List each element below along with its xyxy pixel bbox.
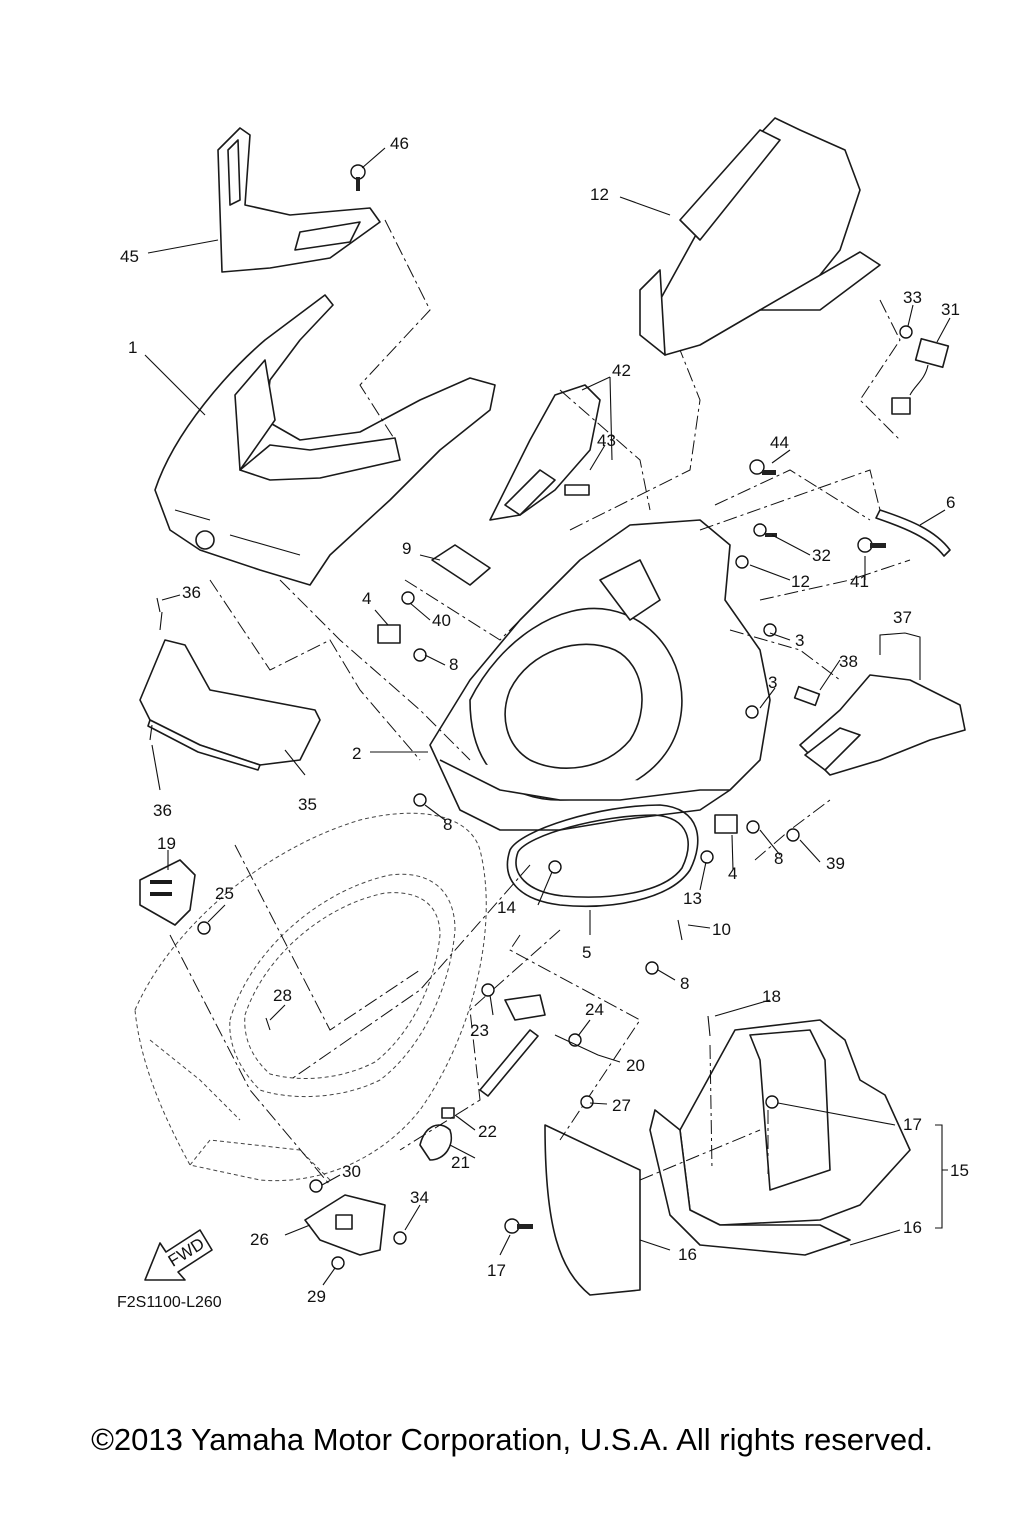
copyright-notice: ©2013 Yamaha Motor Corporation, U.S.A. A… — [91, 1422, 933, 1457]
callout-41: 42 — [612, 361, 631, 380]
part-20-gas-strut — [419, 994, 546, 1161]
callout-39: 39 — [826, 854, 845, 873]
callout-23: 23 — [470, 1021, 489, 1040]
callout-13: 15 — [950, 1161, 969, 1180]
callout-3-a: 3 — [795, 631, 804, 650]
callout-labels: 46 45 1 12 33 31 42 43 44 6 32 12 41 9 3… — [120, 134, 969, 1306]
callout-3-b: 3 — [768, 673, 777, 692]
callout-45: 45 — [120, 247, 139, 266]
part-5-ring — [506, 804, 699, 908]
callout-4-b: 4 — [728, 864, 737, 883]
callout-10: 10 — [712, 920, 731, 939]
callout-28: 28 — [273, 986, 292, 1005]
callout-30: 30 — [342, 1162, 361, 1181]
callout-43: 40 — [432, 611, 451, 630]
callout-24: 24 — [585, 1000, 604, 1019]
callout-8-b: 8 — [774, 849, 783, 868]
part-32-switch — [891, 337, 950, 415]
callout-12-a: 12 — [791, 572, 810, 591]
callout-7: 8 — [449, 655, 458, 674]
callout-12-c: 14 — [497, 898, 516, 917]
callout-leaders — [144, 147, 951, 1286]
callout-44: 44 — [770, 433, 789, 452]
part-1-front-cover — [154, 294, 496, 586]
callout-27: 27 — [612, 1096, 631, 1115]
callout-1: 1 — [128, 338, 137, 357]
part-35-lower-cover — [139, 639, 321, 771]
callout-20: 20 — [626, 1056, 645, 1075]
callout-8-a: 8 — [443, 815, 452, 834]
callout-6: 6 — [946, 493, 955, 512]
callout-17: 17 — [487, 1261, 506, 1280]
assembly-chain-lines — [169, 219, 911, 1186]
callout-15: 17 — [903, 1115, 922, 1134]
callout-29: 29 — [307, 1287, 326, 1306]
part-2-deck-body — [429, 519, 771, 831]
callout-40: 41 — [850, 572, 869, 591]
callout-35: 35 — [298, 795, 317, 814]
part-6-hose — [875, 509, 951, 557]
part-13-tray — [649, 1019, 911, 1256]
callout-34: 33 — [903, 288, 922, 307]
part-19-hinge — [139, 859, 196, 926]
part-37-right-cover — [793, 674, 966, 776]
callout-14: 16 — [903, 1218, 922, 1237]
callout-18: 18 — [762, 987, 781, 1006]
part-26-bracket — [304, 1194, 386, 1256]
callout-9: 9 — [402, 539, 411, 558]
callout-11: 12 — [590, 185, 609, 204]
callout-32: 31 — [941, 300, 960, 319]
callout-19: 19 — [157, 834, 176, 853]
part-41-side-panel — [489, 384, 601, 521]
drawing-code: F2S1100-L260 — [117, 1294, 222, 1311]
callout-8-c: 8 — [680, 974, 689, 993]
callout-4-a: 4 — [362, 589, 371, 608]
callout-37: 37 — [893, 608, 912, 627]
fwd-arrow: FWD — [144, 1229, 213, 1281]
callout-26: 26 — [250, 1230, 269, 1249]
callout-38: 38 — [839, 652, 858, 671]
fasteners — [149, 164, 913, 1270]
callout-46: 46 — [390, 134, 409, 153]
callout-21: 21 — [451, 1153, 470, 1172]
callout-2: 2 — [352, 744, 361, 763]
callout-36-a: 36 — [182, 583, 201, 602]
part-9-plate — [431, 544, 491, 586]
part-11-hood — [639, 117, 881, 356]
callout-5: 5 — [582, 943, 591, 962]
callout-31: 34 — [410, 1188, 429, 1207]
part-45-bracket — [217, 127, 381, 273]
part-4-clips — [377, 624, 738, 834]
part-16-panel — [544, 1124, 641, 1296]
callout-42: 43 — [597, 431, 616, 450]
callout-16: 16 — [678, 1245, 697, 1264]
hull-outline — [134, 812, 487, 1182]
callout-12-b: 13 — [683, 889, 702, 908]
callout-25: 25 — [215, 884, 234, 903]
callout-36-b: 36 — [153, 801, 172, 820]
callout-33: 32 — [812, 546, 831, 565]
callout-22: 22 — [478, 1122, 497, 1141]
